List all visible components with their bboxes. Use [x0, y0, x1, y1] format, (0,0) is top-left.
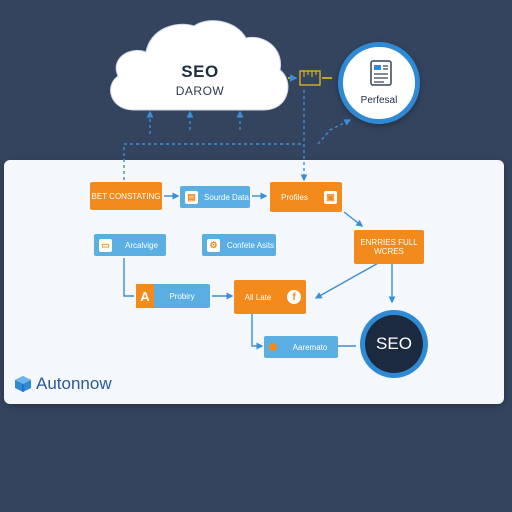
- seo-badge-label: SEO: [365, 315, 423, 373]
- document-icon: [370, 60, 392, 86]
- automato-label: Aaremato: [292, 342, 328, 352]
- consulting-label: BET CONSTATING: [91, 191, 161, 201]
- seo-badge[interactable]: SEO: [360, 310, 428, 378]
- content-node[interactable]: ⚙ Confete Asits: [202, 234, 276, 256]
- profiles-node[interactable]: Profiles ▣: [270, 182, 342, 212]
- settings-icon: ⚙: [207, 238, 220, 252]
- folder-icon: ▭: [99, 238, 112, 252]
- all-late-node[interactable]: All Late f: [234, 280, 306, 314]
- profiles-label: Profiles: [281, 192, 308, 202]
- probity-label: Probiry: [169, 291, 195, 301]
- analytics-label: Arcalvige: [125, 240, 158, 250]
- dot-icon: [269, 343, 277, 351]
- ruler-icon: [288, 70, 332, 86]
- letter-a-icon: A: [136, 284, 154, 308]
- probity-node[interactable]: A Probiry: [136, 284, 210, 308]
- sources-node[interactable]: ▤ Sourde Data: [180, 186, 250, 208]
- document-icon: ▤: [185, 190, 198, 204]
- link-doc-dashed: [317, 119, 352, 145]
- content-label: Confete Asits: [226, 240, 275, 250]
- brand-name: Autonnow: [36, 374, 112, 393]
- all-late-label: All Late: [244, 292, 272, 302]
- cloud-subtitle: DAROW: [175, 84, 225, 98]
- entries-label: ENRRIES FULL WCRES: [360, 238, 418, 256]
- sources-label: Sourde Data: [204, 192, 249, 202]
- cube-icon: [15, 376, 31, 392]
- facebook-icon: f: [287, 290, 301, 304]
- analytics-node[interactable]: ▭ Arcalvige: [94, 234, 166, 256]
- automato-node[interactable]: Aaremato: [264, 336, 338, 358]
- cloud-title: SEO: [181, 62, 219, 81]
- entries-node[interactable]: ENRRIES FULL WCRES: [354, 230, 424, 264]
- consulting-node[interactable]: BET CONSTATING: [90, 182, 162, 210]
- image-icon: ▣: [324, 190, 337, 204]
- document-label: Perfesal: [360, 95, 398, 106]
- cloud-shape: [110, 20, 289, 111]
